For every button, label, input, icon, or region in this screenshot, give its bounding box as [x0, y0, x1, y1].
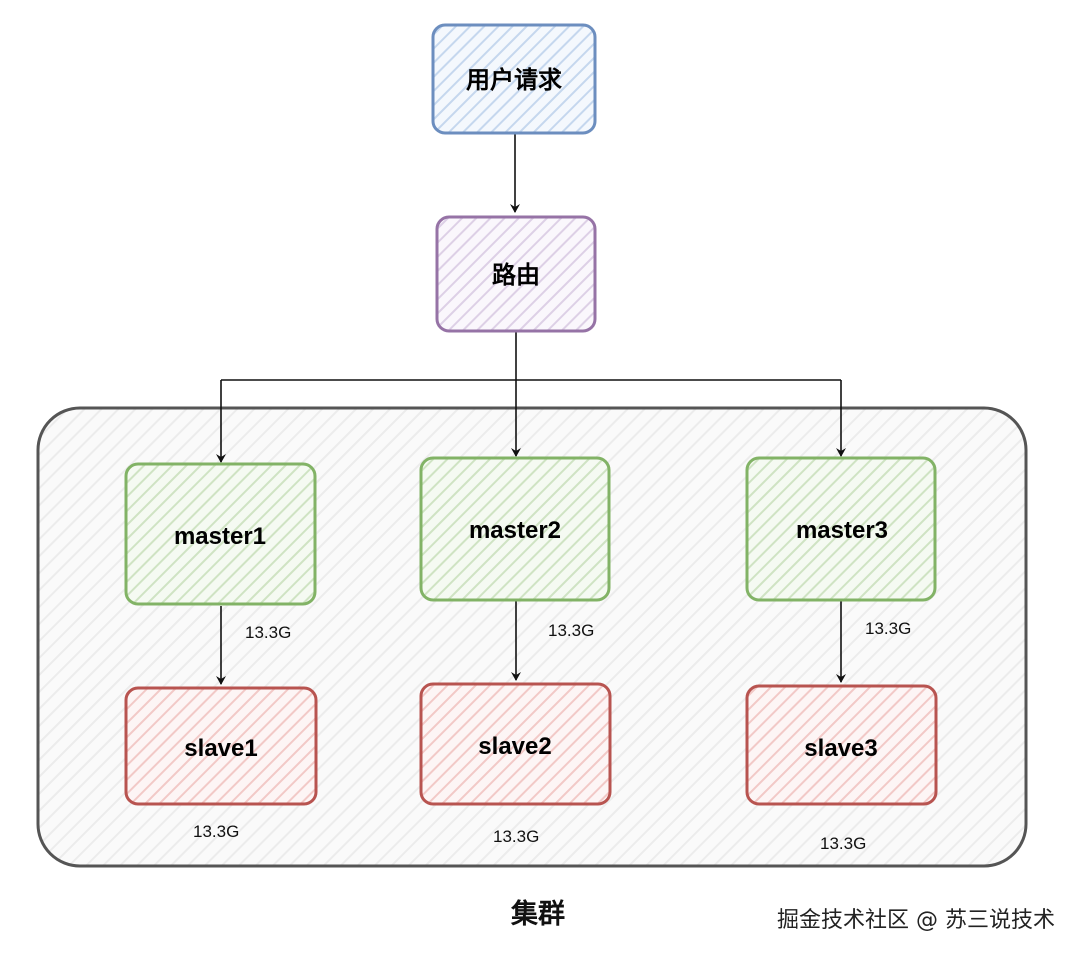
node-router: 路由: [435, 215, 597, 333]
node-router-label: 路由: [492, 261, 540, 289]
node-master2-label: master2: [469, 517, 561, 544]
master2-size-label: 13.3G: [548, 621, 594, 640]
master1-size-label: 13.3G: [245, 623, 291, 642]
node-slave3-label: slave3: [804, 735, 877, 762]
connectors: [216, 134, 846, 685]
node-master3: master3: [745, 456, 937, 602]
node-master1: master1: [124, 462, 317, 606]
cluster-label: 集群: [510, 898, 565, 930]
watermark-text: 掘金技术社区 @ 苏三说技术: [777, 908, 1055, 933]
node-slave1-label: slave1: [184, 735, 257, 762]
node-master1-label: master1: [174, 523, 266, 550]
node-slave2-label: slave2: [478, 733, 551, 760]
node-master3-label: master3: [796, 517, 888, 544]
node-slave3: slave3: [745, 684, 938, 806]
node-master2: master2: [419, 456, 611, 602]
node-user-request-label: 用户请求: [466, 66, 562, 94]
slave3-size-label: 13.3G: [820, 834, 866, 853]
master3-size-label: 13.3G: [865, 619, 911, 638]
node-slave1: slave1: [124, 686, 318, 806]
slave2-size-label: 13.3G: [493, 827, 539, 846]
node-slave2: slave2: [419, 682, 612, 806]
slave1-size-label: 13.3G: [193, 822, 239, 841]
node-user-request: 用户请求: [431, 23, 597, 135]
